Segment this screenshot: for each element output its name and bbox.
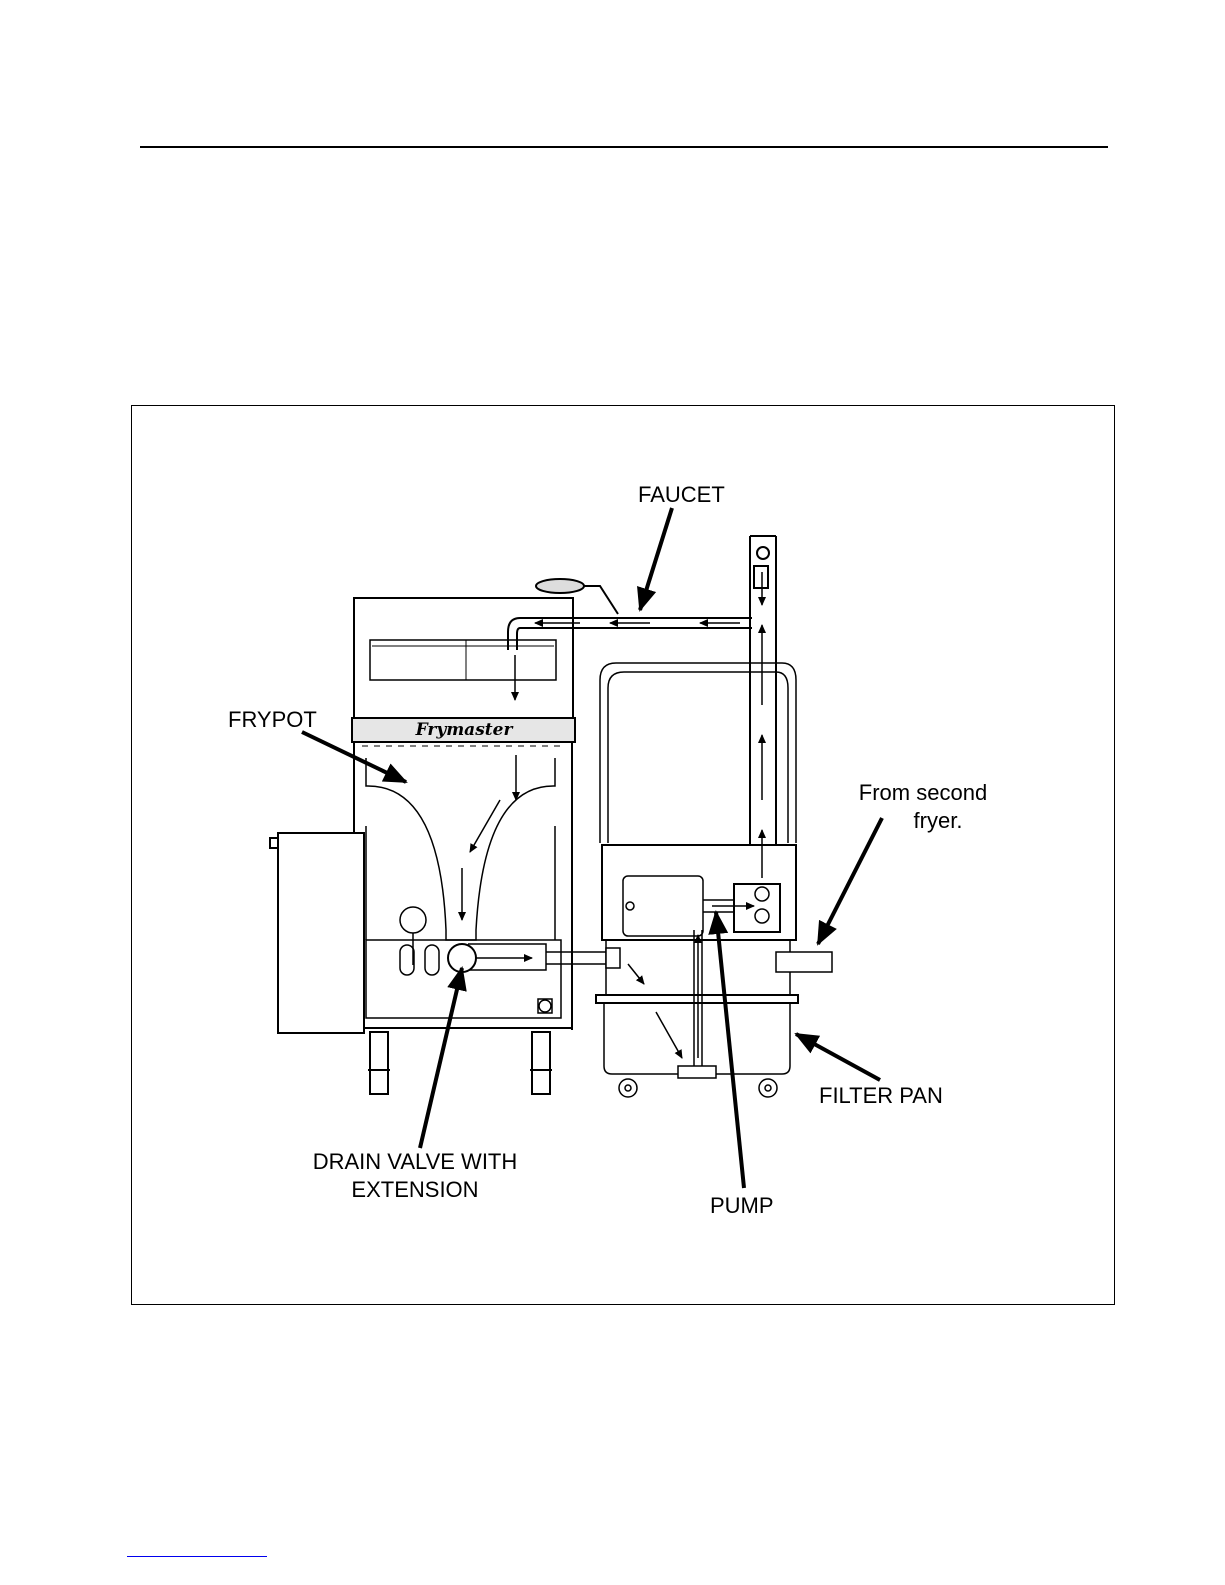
filter-pan-label: FILTER PAN [819, 1083, 943, 1109]
drain-pipe [448, 944, 620, 972]
faucet-assembly [508, 536, 776, 845]
frypot-outline [366, 758, 555, 940]
from-second-fryer-label-line2: fryer. [850, 808, 996, 834]
footer-link-underline[interactable] [127, 1556, 267, 1557]
from-second-fryer-label-line1: From second [850, 780, 996, 806]
pump-leader [716, 912, 744, 1188]
second-fryer-leader [818, 818, 882, 944]
filter-unit-frame [596, 663, 798, 1097]
drain-valve-label-line2: EXTENSION [300, 1177, 530, 1203]
faucet-label: FAUCET [638, 482, 725, 508]
fryer-legs [368, 1032, 552, 1094]
faucet-leader [640, 508, 672, 610]
drain-valve-leader [420, 968, 462, 1148]
filter-pan-leader [796, 1034, 880, 1080]
drain-valve-label-line1: DRAIN VALVE WITH [300, 1149, 530, 1175]
brand-logo: Frymaster [415, 720, 514, 740]
second-fryer-inlet [776, 952, 832, 972]
pump-label: PUMP [710, 1193, 774, 1219]
side-door [270, 833, 364, 1033]
frypot-label: FRYPOT [228, 707, 317, 733]
